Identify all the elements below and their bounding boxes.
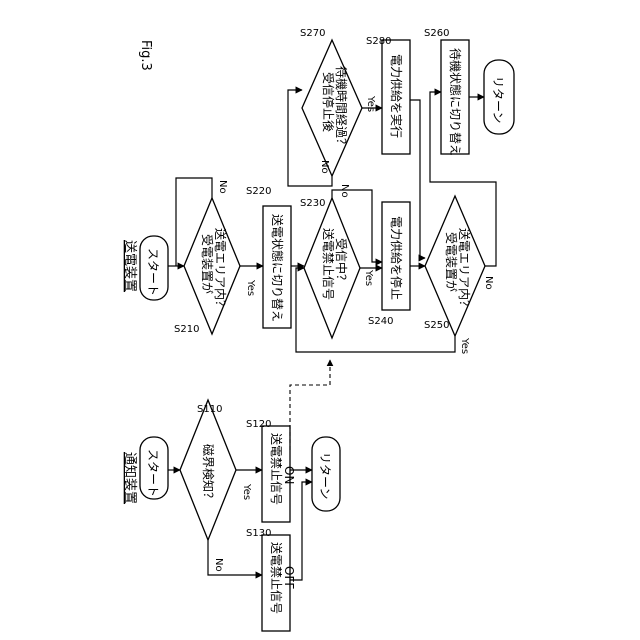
s230-yes-label: Yes [363, 269, 374, 286]
s250-yes-label: Yes [459, 337, 470, 354]
s260-step-label: S260 [424, 28, 449, 39]
s230-no-label: No [339, 184, 350, 198]
notifier-start-label: スタート [146, 449, 160, 497]
s250-step-label: S250 [424, 320, 449, 331]
s220-step-label: S220 [246, 186, 271, 197]
s120-step-label: S120 [246, 419, 271, 430]
s220-text: 送電状態に切り替え [270, 214, 285, 322]
s130-step-label: S130 [246, 528, 271, 539]
s130-line2: OFF [282, 566, 296, 589]
s110-yes-label: Yes [241, 483, 252, 500]
s110-step-label: S110 [197, 404, 222, 415]
s240-step-label: S240 [368, 316, 393, 327]
s110-question: 磁界検知？ [201, 444, 216, 504]
s250-no-label: No [483, 276, 494, 290]
s280-text: 電力供給を実行 [389, 54, 404, 138]
s120-line2: ON [282, 466, 296, 484]
transmitter-start-label: スタート [146, 248, 160, 296]
notifier-return-label: リターン [318, 452, 332, 499]
s280-step-label: S280 [366, 36, 391, 47]
s210-step-label: S210 [174, 324, 199, 335]
s270-yes-label: Yes [365, 95, 376, 112]
s210-line2: 送電エリア内？ [213, 228, 228, 312]
s120-line1: 送電禁止信号 [269, 433, 284, 505]
s270-no-label: No [319, 160, 330, 174]
s130-line1: 送電禁止信号 [269, 542, 284, 614]
s270-line1: 受信停止後 [321, 72, 336, 132]
s230-line2: 受信中？ [334, 238, 349, 286]
s260-text: 待機状態に切り替え [448, 48, 463, 156]
figure-label: Fig.3 [138, 40, 153, 71]
transmitter-title: 送電装置 [122, 240, 137, 292]
s250-line2: 送電エリア内？ [457, 228, 472, 312]
notifier-title: 通知装置 [122, 452, 138, 504]
s230-step-label: S230 [300, 198, 325, 209]
s210-no-label: No [217, 180, 228, 194]
s210-yes-label: Yes [245, 279, 256, 296]
transmitter-return-label: リターン [491, 76, 505, 123]
s250-line1: 受電装置が [444, 232, 459, 292]
s230-line1: 送電禁止信号 [321, 228, 336, 300]
s210-line1: 受電装置が [200, 234, 215, 294]
s110-no-label: No [213, 558, 224, 572]
notifier-flow: 通知装置 スタート 磁界検知？ S110 送電禁止信号 ON S120 送電禁止… [122, 360, 340, 631]
s240-text: 電力供給を停止 [389, 216, 404, 300]
s280-to-s250 [410, 100, 425, 258]
s270-step-label: S270 [300, 28, 325, 39]
transmitter-flow: 送電装置 スタート 受電装置が 送電エリア内？ S210 送電状態に切り替え S… [122, 28, 514, 354]
s270-line2: 待機時間経過？ [334, 66, 349, 150]
